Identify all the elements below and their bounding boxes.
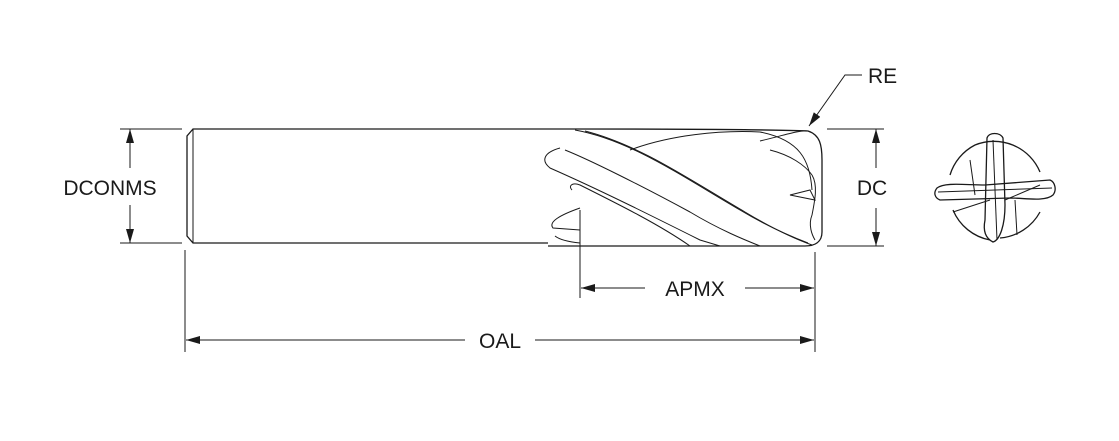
label-re: RE [868,65,897,88]
dimension-dconms: DCONMS [63,128,182,244]
label-dc: DC [857,177,887,200]
dimension-apmx: APMX [579,210,816,352]
label-oal: OAL [479,330,521,353]
end-view [934,132,1056,243]
dimension-re: RE [808,65,897,127]
dimension-dc: DC [827,128,887,247]
shank [186,128,570,244]
label-apmx: APMX [665,278,725,301]
dimension-oal: OAL [184,250,814,353]
flute-section [544,128,823,247]
label-dconms: DCONMS [63,177,156,200]
